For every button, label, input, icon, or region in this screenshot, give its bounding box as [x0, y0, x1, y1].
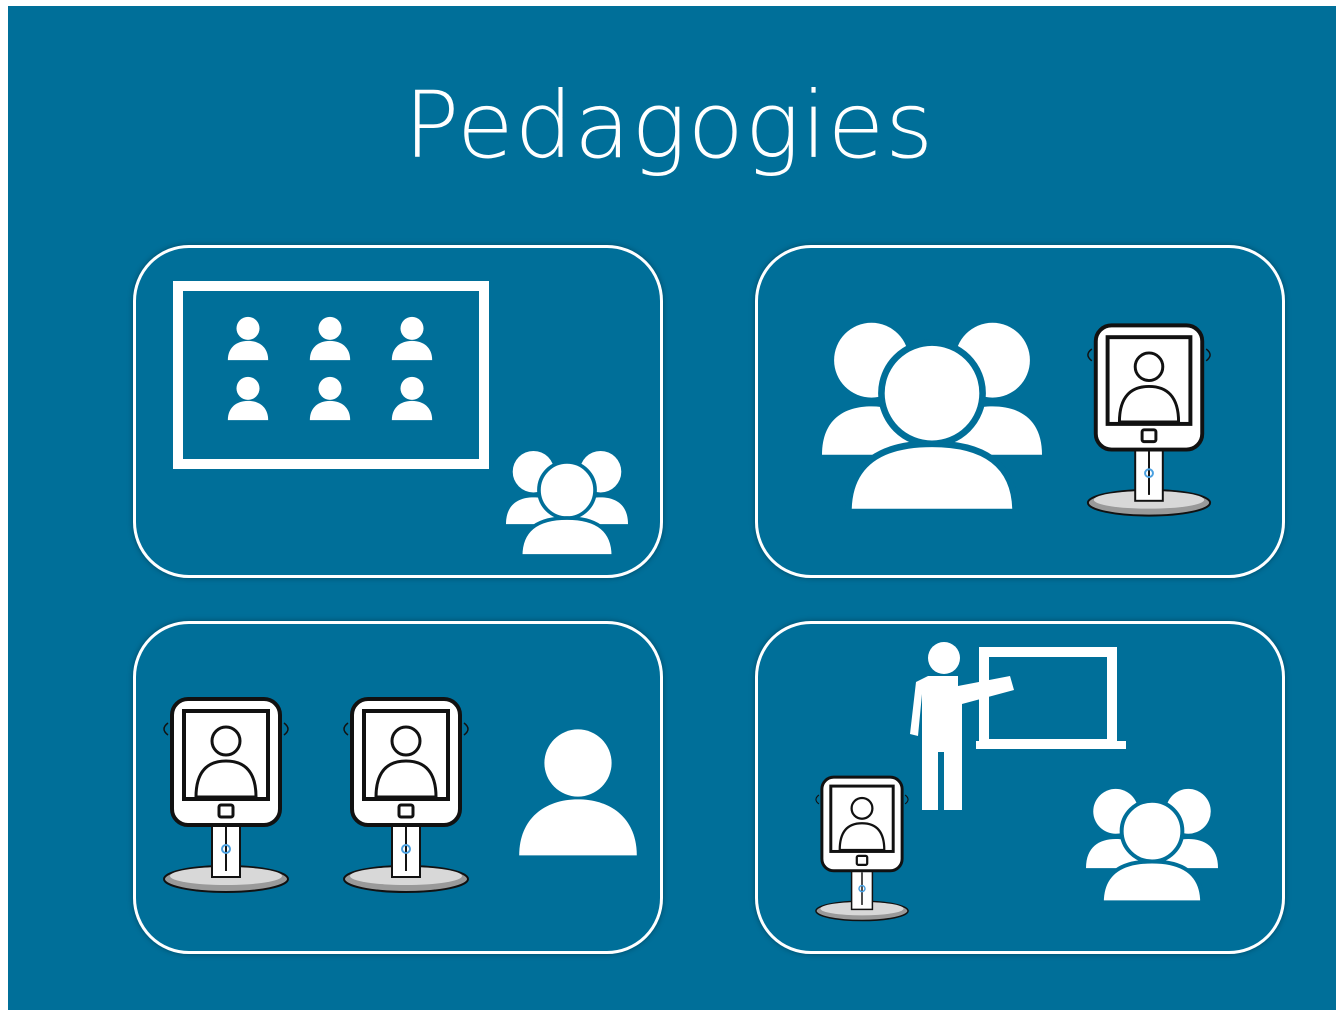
group-icon — [1086, 789, 1218, 903]
person-icon — [519, 729, 637, 856]
person-icon — [227, 316, 269, 361]
telepresence-robot-icon — [164, 699, 288, 892]
panel-4-illustration — [814, 642, 1288, 923]
panel-classroom — [755, 621, 1285, 954]
panel-3-illustration — [136, 624, 637, 957]
telepresence-robot-icon — [344, 699, 468, 892]
person-icon — [309, 316, 351, 361]
panel-1-illustration — [173, 281, 628, 556]
panel-robots-and-person — [133, 621, 663, 954]
telepresence-robot-icon — [1085, 323, 1213, 518]
group-icon — [506, 449, 628, 556]
person-icon — [391, 316, 433, 361]
person-icon — [227, 376, 269, 421]
panel-group-and-robot — [755, 245, 1285, 578]
person-icon — [309, 376, 351, 421]
panel-remote-screen — [133, 245, 663, 578]
slide-title: Pedagogies — [403, 72, 935, 179]
teacher-at-board-icon — [910, 642, 1126, 810]
panel-2-illustration — [758, 248, 1213, 518]
person-icon — [391, 376, 433, 421]
screen-icon — [173, 281, 489, 469]
group-icon — [822, 323, 1042, 512]
telepresence-robot-icon — [814, 775, 910, 923]
